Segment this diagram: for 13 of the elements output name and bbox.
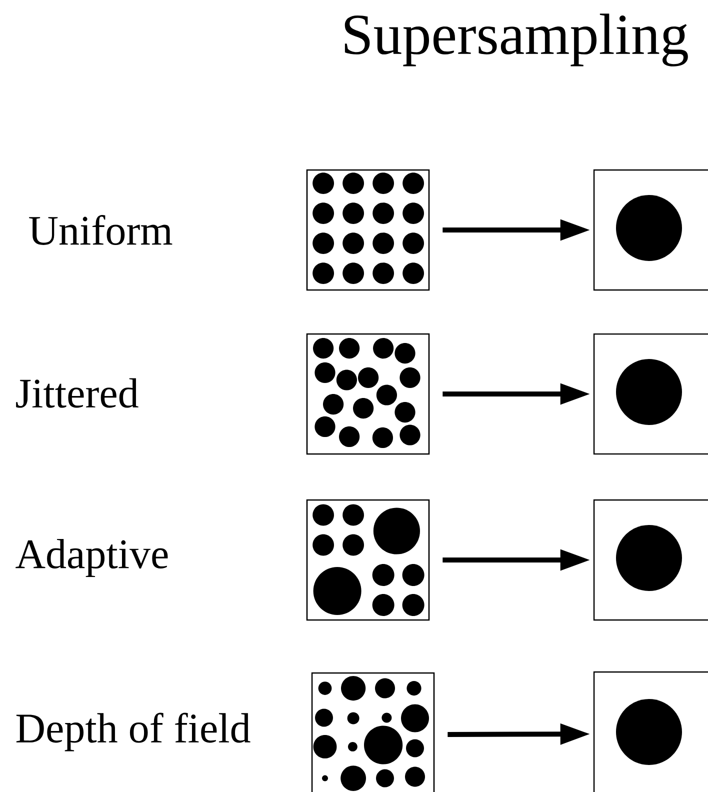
pixel-box-drawing [593,499,708,621]
sample-grid-drawing [306,499,430,621]
row-label: Jittered [16,378,138,408]
title: Supersampling [344,14,688,66]
pixel-box-drawing [593,333,708,455]
row-label: Depth of field [16,712,250,752]
sample-grid-drawing [306,333,430,455]
row-label: Adaptive [16,538,168,578]
row-label: Uniform [29,215,172,245]
sample-grid-drawing [311,672,435,792]
pixel-box-drawing [593,671,708,792]
sample-grid-drawing [306,169,430,291]
pixel-box-drawing [593,169,708,291]
